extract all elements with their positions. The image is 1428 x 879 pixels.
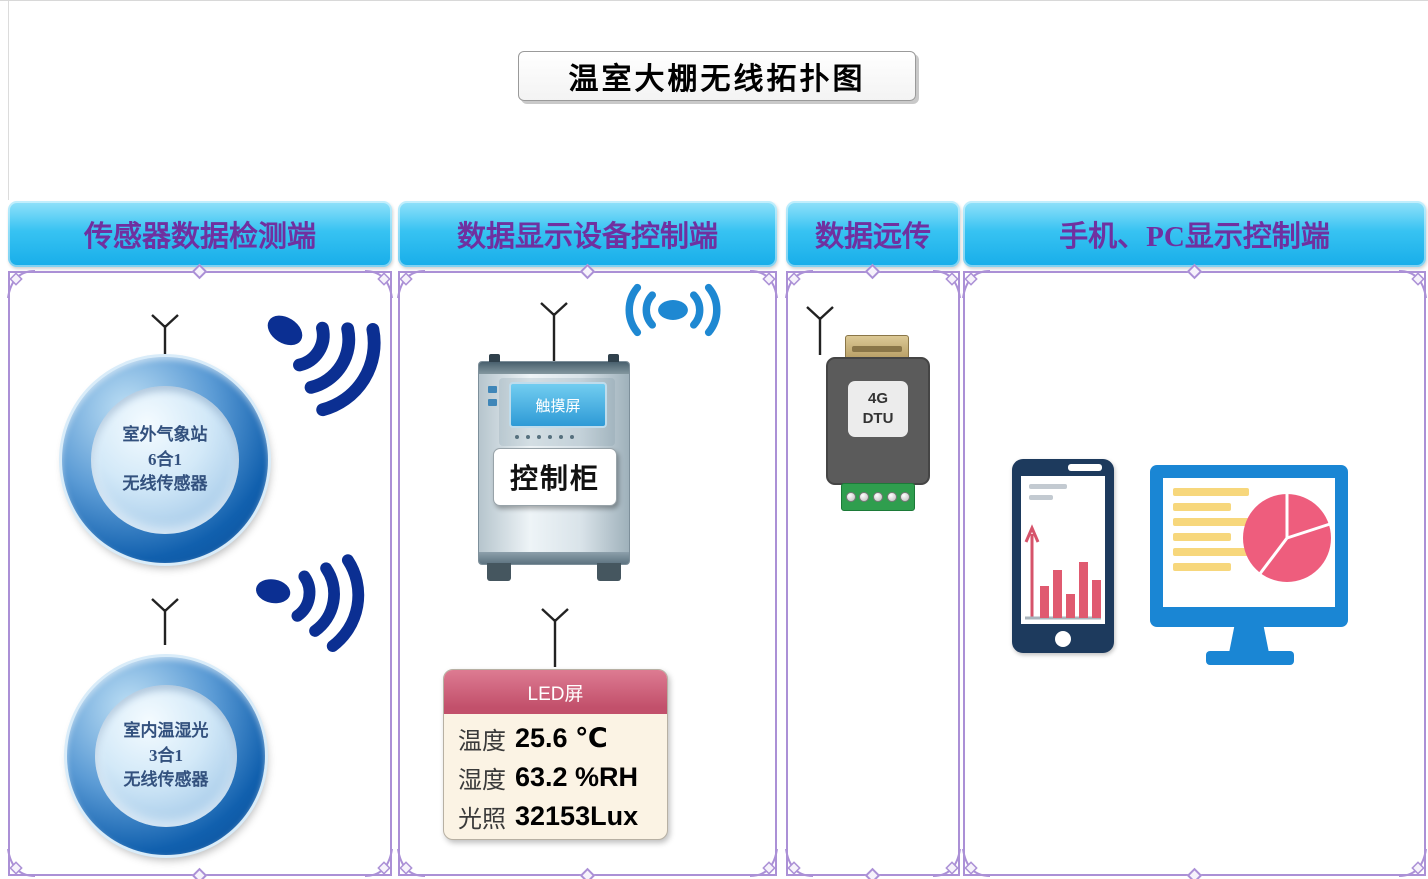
phone-speaker-slot: [1068, 464, 1102, 471]
dtu-serial-connector: [845, 335, 909, 361]
frame-corner-ornament: [397, 849, 425, 877]
broadcast-icon: [625, 283, 721, 337]
monitor-icon: [1150, 465, 1348, 627]
led-row-temperature: 温度 25.6 ℃: [458, 723, 608, 755]
frame-edge-ornament: [1186, 867, 1202, 879]
led-row-light: 光照 32153Lux: [458, 801, 639, 833]
frame-corner-ornament: [1399, 849, 1427, 877]
phone-text-line: [1029, 495, 1053, 500]
antenna-icon: [151, 598, 179, 645]
frame-corner-ornament: [7, 849, 35, 877]
monitor-text-lines: [1173, 488, 1249, 571]
pie-chart-icon: [1243, 494, 1331, 582]
section-header-remote: 数据远传: [786, 201, 960, 267]
cabinet-name-plate: 控制柜: [493, 448, 617, 506]
led-row-humidity: 湿度 63.2 %RH: [458, 762, 639, 794]
dtu-terminal-block: [841, 483, 915, 511]
frame-corner-ornament: [785, 270, 813, 298]
frame-corner-ornament: [365, 849, 393, 877]
indoor-sensor: 室内温湿光 3合1 无线传感器: [67, 657, 265, 855]
section-header-sensors: 传感器数据检测端: [8, 201, 392, 267]
led-panel: LED屏 温度 25.6 ℃ 湿度 63.2 %RH 光照 32153Lux: [443, 669, 668, 840]
led-panel-header: LED屏: [444, 670, 667, 714]
frame-corner-ornament: [962, 849, 990, 877]
frame-corner-ornament: [750, 849, 778, 877]
cabinet-foot: [597, 563, 621, 581]
section-header-phone-pc: 手机、PC显示控制端: [963, 201, 1426, 267]
phone-screen: [1021, 476, 1105, 624]
cabinet-vent-dots: [515, 435, 574, 439]
cabinet-bolt-icon: [608, 354, 619, 366]
antenna-icon: [151, 314, 179, 361]
section-header-text: 数据远传: [814, 221, 931, 253]
phone-icon: [1012, 459, 1114, 653]
section-header-display-control: 数据显示设备控制端: [398, 201, 777, 267]
outdoor-sensor-label: 室外气象站 6合1 无线传感器: [90, 385, 240, 535]
antenna-icon: [806, 306, 834, 355]
touch-screen: 触摸屏: [509, 382, 607, 428]
control-cabinet-body: 触摸屏 控制柜: [478, 354, 630, 565]
wireless-signal-icon: [255, 554, 365, 652]
frame-corner-ornament: [397, 270, 425, 298]
control-cabinet: 触摸屏 控制柜: [478, 354, 630, 581]
indoor-sensor-label: 室内温湿光 3合1 无线传感器: [94, 684, 238, 828]
monitor-base: [1206, 651, 1294, 665]
cabinet-foot: [487, 563, 511, 581]
monitor-stand: [1229, 625, 1269, 653]
antenna-icon: [540, 302, 568, 361]
frame-corner-ornament: [1399, 270, 1427, 298]
cabinet-name-text: 控制柜: [509, 464, 600, 495]
page-edge-line: [8, 1, 9, 200]
page-title-text: 温室大棚无线拓扑图: [568, 63, 866, 96]
led-panel-body: 温度 25.6 ℃ 湿度 63.2 %RH 光照 32153Lux: [444, 714, 667, 836]
frame-corner-ornament: [785, 849, 813, 877]
frame-corner-ornament: [933, 849, 961, 877]
cabinet-bolt-icon: [489, 354, 500, 366]
frame-corner-ornament: [933, 270, 961, 298]
cabinet-side-buttons: [488, 386, 497, 406]
frame-corner-ornament: [962, 270, 990, 298]
frame-edge-ornament: [191, 867, 208, 879]
dtu-label: 4G DTU: [848, 381, 908, 437]
bar-chart-icon: [1024, 524, 1101, 620]
dtu-device: 4G DTU: [826, 357, 930, 485]
frame-edge-ornament: [864, 867, 881, 879]
led-panel-title: LED屏: [527, 683, 584, 705]
section-header-text: 数据显示设备控制端: [456, 221, 718, 253]
section-header-text: 手机、PC显示控制端: [1059, 221, 1330, 253]
frame-corner-ornament: [7, 270, 35, 298]
touch-screen-label: 触摸屏: [535, 398, 581, 415]
section-header-text: 传感器数据检测端: [83, 221, 316, 253]
phone-text-line: [1029, 484, 1067, 489]
frame-corner-ornament: [365, 270, 393, 298]
frame-corner-ornament: [750, 270, 778, 298]
antenna-icon: [541, 608, 569, 667]
phone-home-button: [1055, 631, 1071, 647]
frame-edge-ornament: [579, 867, 595, 879]
cabinet-top-strip: [479, 362, 629, 374]
wireless-signal-icon: [267, 315, 381, 417]
outdoor-sensor: 室外气象站 6合1 无线传感器: [62, 357, 268, 563]
page-title: 温室大棚无线拓扑图: [518, 51, 916, 101]
cabinet-bottom-strip: [479, 552, 629, 564]
monitor-screen: [1163, 478, 1335, 607]
